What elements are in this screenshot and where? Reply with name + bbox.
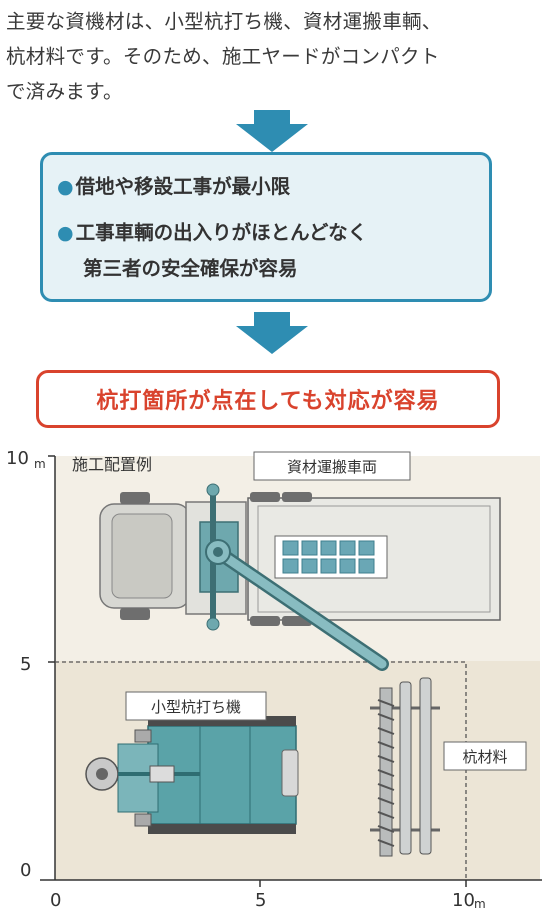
x-tick-label-10: 10	[452, 890, 475, 911]
y-tick-label-5: 5	[20, 654, 31, 675]
y-tick-label-10: 10	[6, 448, 29, 469]
intro-line-2: 杭材料です。そのため、施工ヤードがコンパクト	[6, 45, 440, 68]
pile-driver-label: 小型杭打ち機	[151, 698, 241, 716]
pile-material-icon	[370, 677, 440, 857]
intro-line-1: 主要な資機材は、小型杭打ち機、資材運搬車輌、	[6, 10, 442, 33]
pile-driver-icon	[85, 716, 299, 834]
pile-material-label: 杭材料	[462, 748, 507, 766]
benefit-item-1: ●借地や移設工事が最小限	[57, 175, 291, 198]
intro-line-3: で済みます。	[6, 80, 123, 103]
intro-text: 主要な資機材は、小型杭打ち機、資材運搬車輌、 杭材料です。そのため、施工ヤードが…	[6, 4, 546, 109]
diagram-title: 施工配置例	[72, 455, 152, 474]
yard-boundary	[55, 661, 467, 880]
y-tick-label-0: 0	[20, 860, 31, 881]
pile-driver-label-box	[125, 691, 267, 721]
conclusion-box: 杭打箇所が点在しても対応が容易	[36, 370, 500, 428]
layout-diagram: 10 m 5 0 0 5 10 m 施工配置例	[6, 448, 542, 911]
crane-icon	[199, 483, 389, 671]
bullet-icon: ●	[57, 222, 74, 244]
bullet-icon: ●	[57, 176, 74, 198]
x-tick-label-5: 5	[255, 890, 266, 911]
truck-label: 資材運搬車両	[287, 458, 377, 476]
y-unit-label: m	[34, 457, 46, 471]
x-tick-label-0: 0	[50, 890, 61, 911]
benefit-item-2: ●工事車輌の出入りがほとんどなく 第三者の安全確保が容易	[57, 221, 368, 280]
x-unit-label: m	[474, 897, 486, 911]
pile-material-label-box	[443, 741, 527, 771]
truck-label-box	[253, 451, 411, 481]
down-arrow-icon	[236, 312, 308, 354]
down-arrow-icon	[236, 110, 308, 152]
benefits-box: ●借地や移設工事が最小限 ●工事車輌の出入りがほとんどなく 第三者の安全確保が容…	[40, 152, 492, 302]
